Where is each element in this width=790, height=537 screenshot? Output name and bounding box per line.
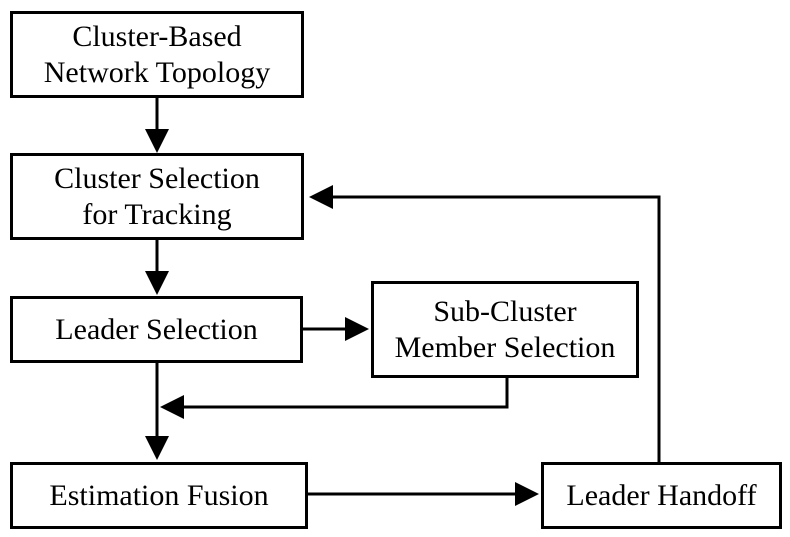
node-estimation-fusion: Estimation Fusion <box>10 462 308 529</box>
node-label: Cluster-Based Network Topology <box>43 19 271 89</box>
node-leader-selection: Leader Selection <box>10 296 303 363</box>
node-label: Leader Selection <box>55 312 258 346</box>
node-label: Estimation Fusion <box>49 478 269 512</box>
node-leader-handoff: Leader Handoff <box>541 462 782 529</box>
arrow-sub-cluster-feedback <box>160 378 509 419</box>
node-sub-cluster-member-selection: Sub-Cluster Member Selection <box>371 281 639 378</box>
arrow-leader-handoff-to-cluster-selection <box>309 185 661 462</box>
node-cluster-selection-for-tracking: Cluster Selection for Tracking <box>10 153 304 240</box>
node-label: Leader Handoff <box>566 478 757 512</box>
node-label: Sub-Cluster Member Selection <box>394 294 616 364</box>
node-cluster-based-network-topology: Cluster-Based Network Topology <box>10 11 304 98</box>
node-label: Cluster Selection for Tracking <box>54 161 260 231</box>
